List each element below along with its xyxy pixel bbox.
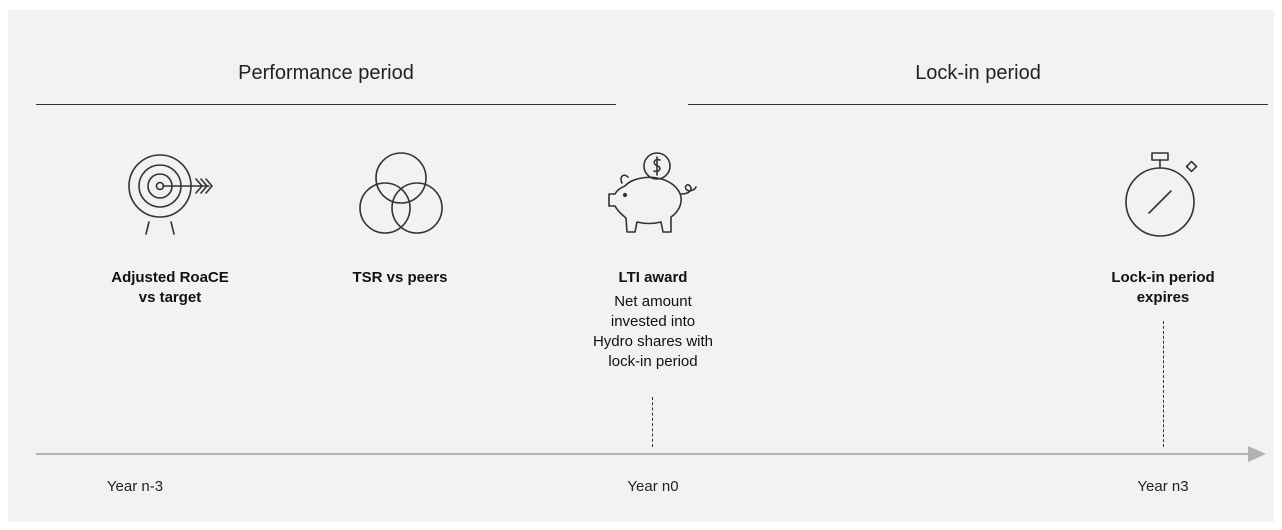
performance-period-line	[36, 104, 616, 105]
venn-circles-icon	[359, 152, 443, 234]
piggy-bank-icon	[608, 152, 697, 233]
lti-award-description: Net amount invested into Hydro shares wi…	[592, 293, 714, 370]
tsr-label: TSR vs peers	[352, 269, 448, 286]
lti-connector-dash	[652, 397, 653, 447]
timeline-axis	[36, 446, 1266, 462]
year-label-award: Year n0	[627, 478, 679, 495]
roace-label: Adjusted RoaCE vs target	[111, 269, 229, 306]
diagram-panel	[8, 10, 1274, 522]
year-label-start: Year n-3	[106, 478, 164, 495]
target-icon	[128, 154, 214, 235]
lti-award-label: LTI award	[618, 269, 688, 286]
lockin-expires-label: Lock-in period expires	[1111, 269, 1215, 306]
stopwatch-icon	[1125, 152, 1198, 237]
performance-period-title: Performance period	[238, 62, 414, 84]
year-label-end: Year n3	[1137, 478, 1189, 495]
expiry-connector-dash	[1163, 321, 1164, 447]
lockin-period-line	[688, 104, 1268, 105]
lockin-period-title: Lock-in period	[915, 62, 1041, 84]
